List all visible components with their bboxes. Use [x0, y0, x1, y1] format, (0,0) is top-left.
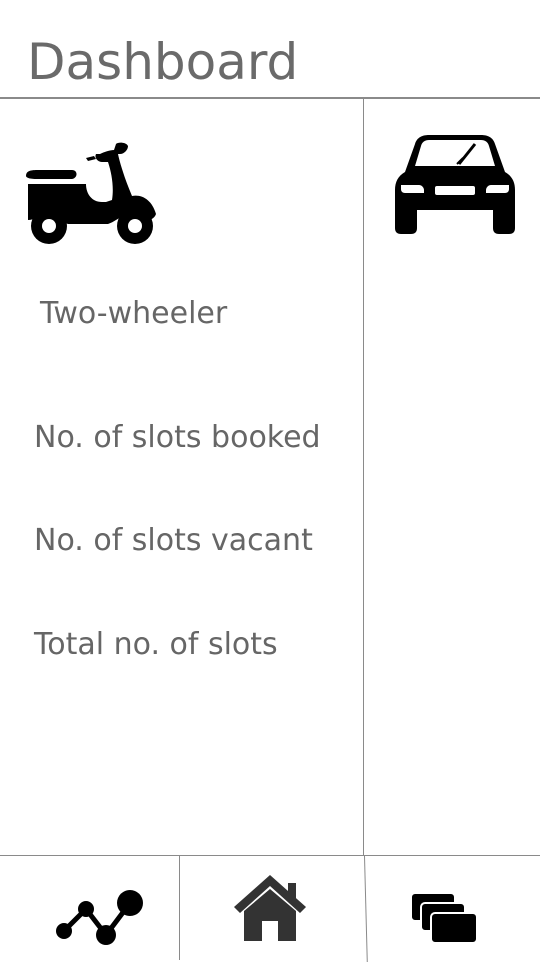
slots-icon [410, 892, 478, 944]
bottom-nav-divider [0, 855, 540, 856]
header-divider [0, 97, 540, 99]
page-title: Dashboard [27, 33, 299, 91]
slots-booked-label: No. of slots booked [34, 420, 321, 455]
nav-analytics-button[interactable] [0, 857, 179, 960]
total-slots-label: Total no. of slots [34, 627, 278, 662]
nav-home-button[interactable] [180, 857, 363, 960]
nav-separator-1 [179, 856, 180, 960]
analytics-icon [56, 890, 143, 945]
home-icon [234, 875, 306, 941]
car-icon[interactable] [393, 132, 517, 236]
nav-slots-button[interactable] [365, 857, 540, 960]
column-divider [363, 98, 364, 856]
vehicle-type-label: Two-wheeler [40, 296, 228, 331]
scooter-icon[interactable] [24, 142, 160, 246]
slots-vacant-label: No. of slots vacant [34, 523, 313, 558]
